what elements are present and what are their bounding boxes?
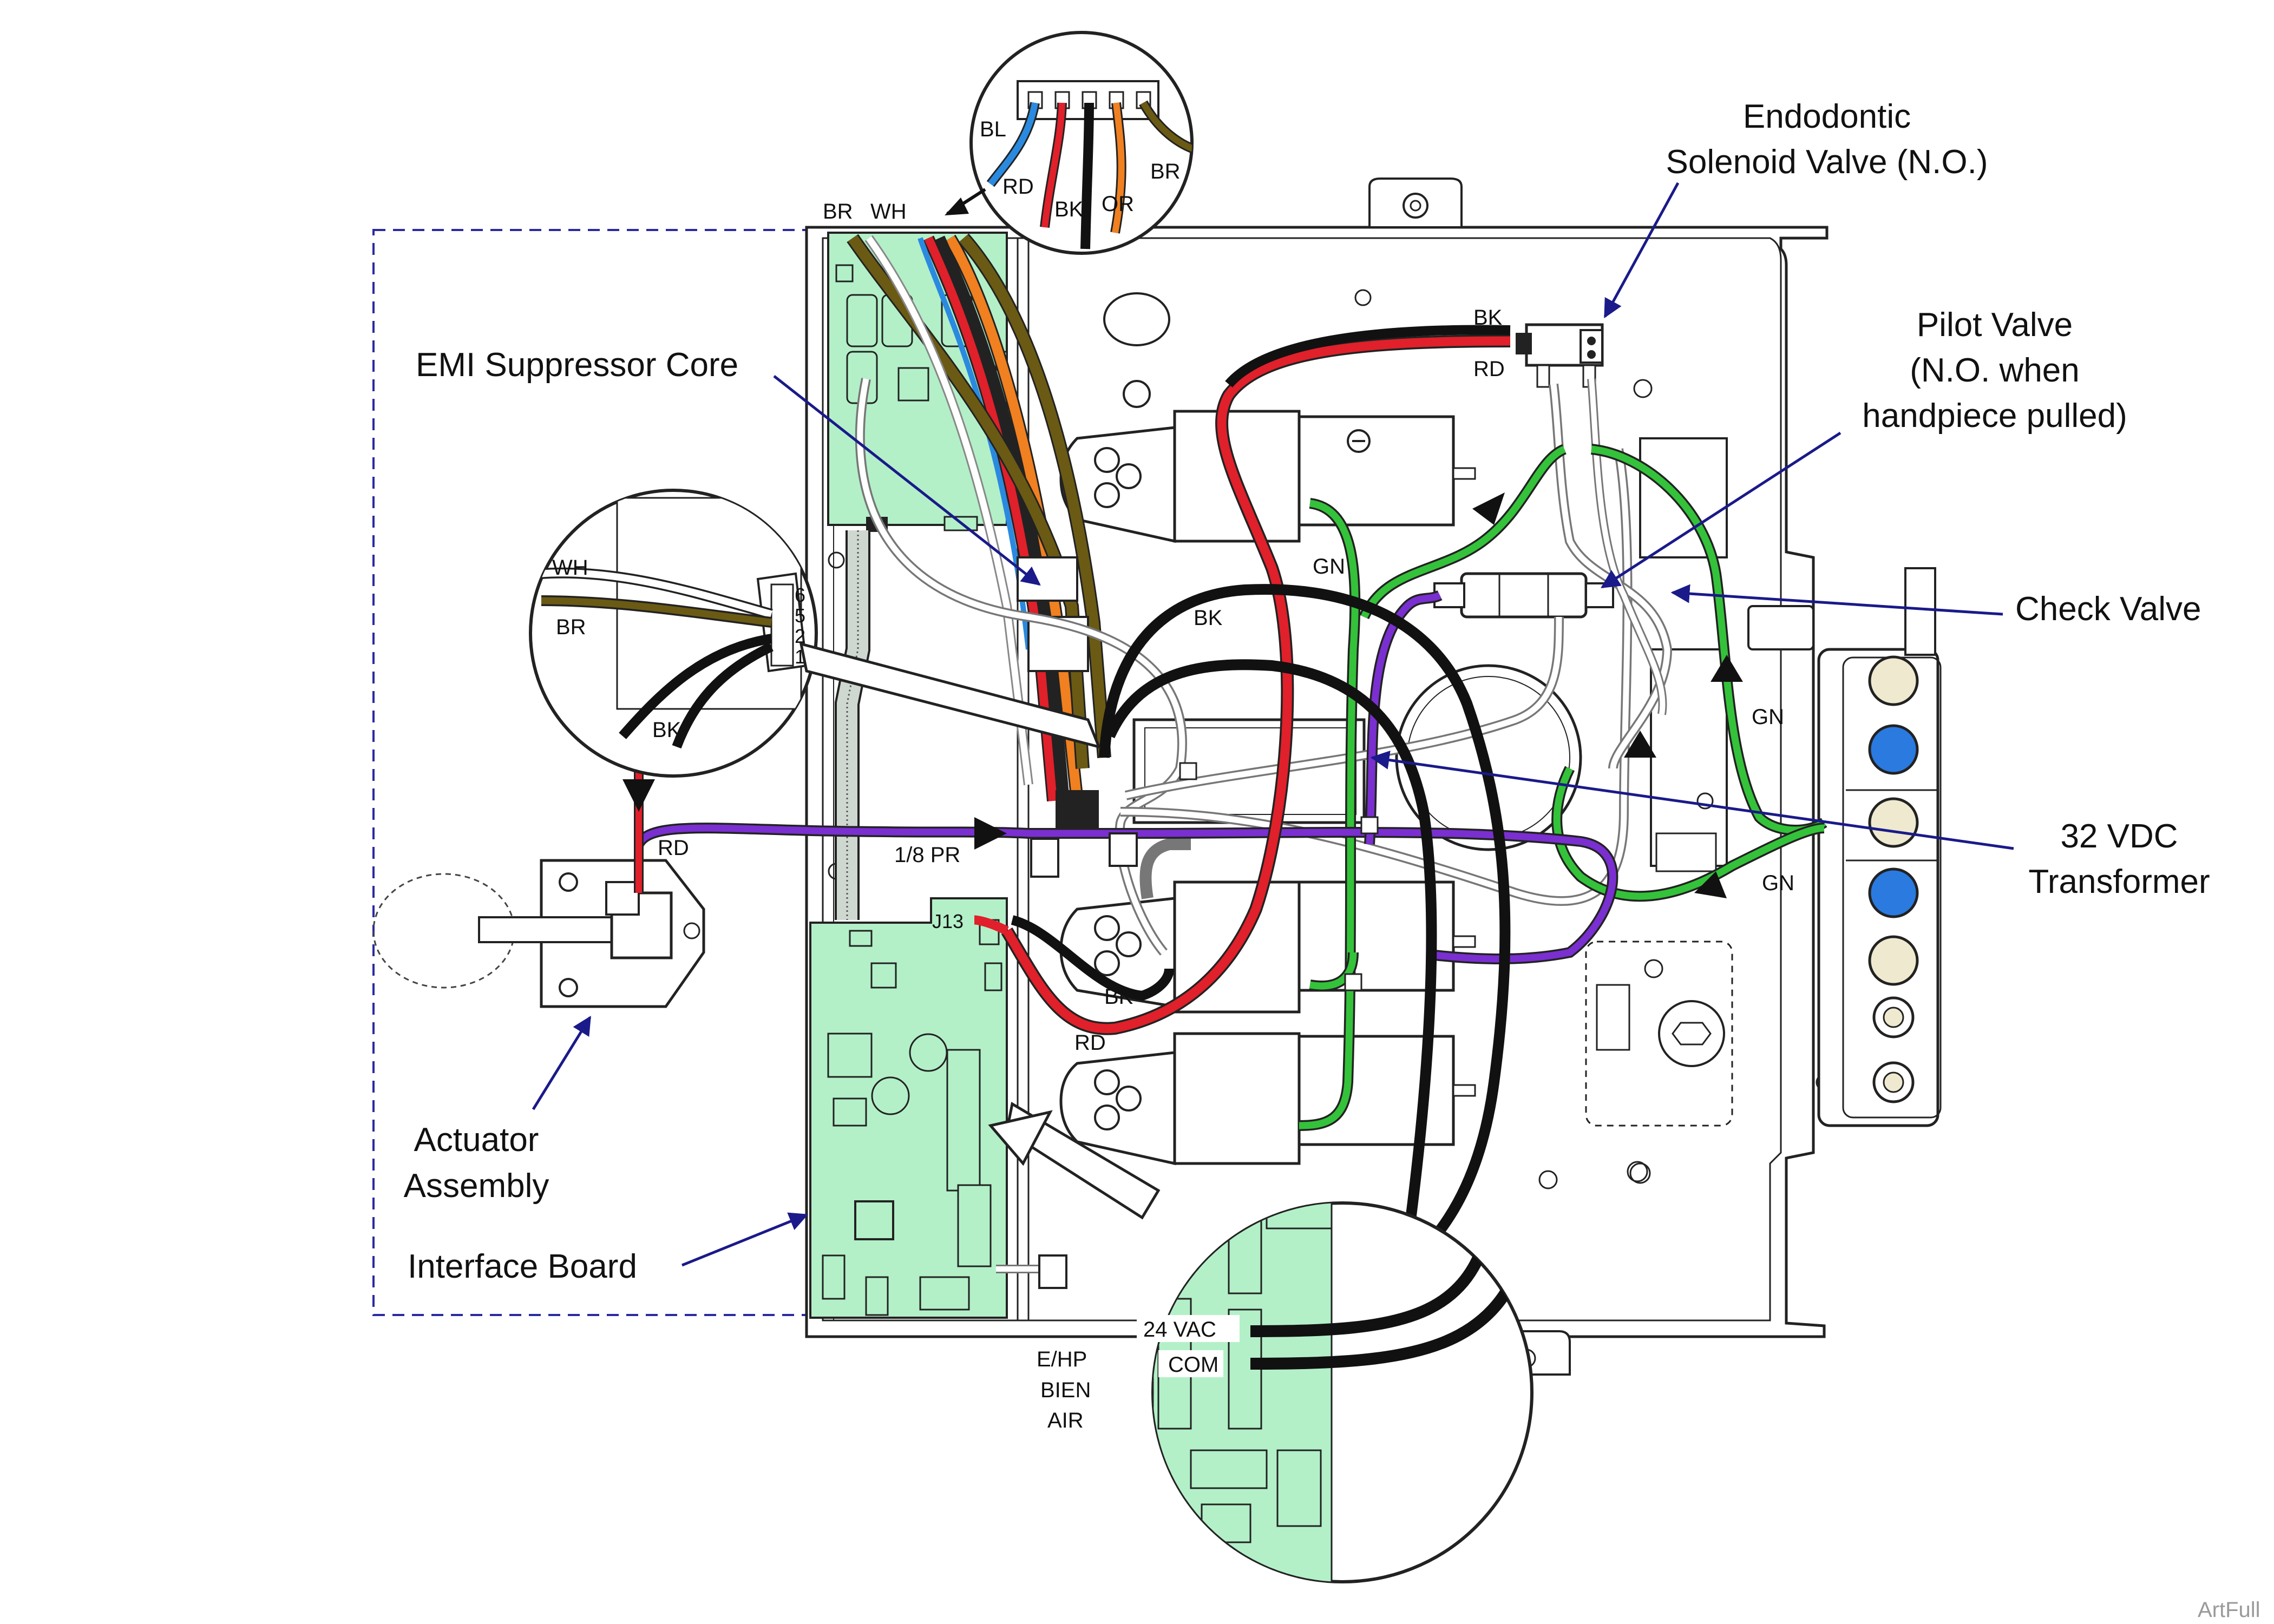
endodontic-valve-callout: Solenoid Valve (N.O.) xyxy=(1666,143,1988,181)
wire-label-bl: BL xyxy=(980,117,1006,141)
actuator-assembly xyxy=(372,859,705,1008)
purple-wires xyxy=(634,590,1618,964)
flow-arrow-icon xyxy=(1472,492,1505,525)
solenoid-block-upper xyxy=(1059,410,1476,543)
actuator-callout: Actuator xyxy=(414,1121,539,1159)
wire-label-br: BR xyxy=(823,200,853,223)
j13-label: J13 xyxy=(932,910,964,932)
detail-connector-left: WH BR BK 6 5 2 1 xyxy=(529,489,818,778)
pilot-valve-callout: (N.O. when xyxy=(1910,352,2080,389)
toggle-switch-icon[interactable] xyxy=(1872,996,1915,1038)
wire-label-gn: GN xyxy=(1762,871,1794,895)
check-valve-callout: Check Valve xyxy=(2015,590,2201,628)
green-tubing xyxy=(1299,444,1827,1131)
wire-label-wh: WH xyxy=(552,556,588,580)
detail-connector-top: BL RD BK OR BR xyxy=(969,31,1194,255)
terminal-air-label: AIR xyxy=(1047,1409,1084,1432)
wire-label-gn: GN xyxy=(1313,555,1345,578)
terminal-ehp-label: E/HP xyxy=(1037,1347,1087,1371)
ribbon-cable xyxy=(835,530,870,920)
terminal-bien-label: BIEN xyxy=(1040,1378,1091,1402)
wire-label-bk: BK xyxy=(1104,985,1133,1009)
wire-label-bk: BK xyxy=(1194,606,1223,630)
pointer-arrow-icon xyxy=(799,642,1102,749)
flow-arrow-icon xyxy=(1694,871,1727,898)
pin-label: 5 xyxy=(795,604,805,627)
knob-blue-icon[interactable] xyxy=(1868,867,1919,918)
pointer-arrow-icon xyxy=(1005,1102,1161,1220)
endodontic-solenoid-valve xyxy=(1516,323,1604,388)
pilot-valve-callout: handpiece pulled) xyxy=(1862,397,2127,435)
emi-core-upper xyxy=(1017,556,1078,602)
emi-core-callout: EMI Suppressor Core xyxy=(416,346,738,384)
callout-leaders xyxy=(532,182,2014,1267)
interface-board-callout: Interface Board xyxy=(408,1248,637,1285)
pin-label: 6 xyxy=(795,584,805,606)
wire-label-rd: RD xyxy=(1473,357,1505,381)
knob-cream-icon[interactable] xyxy=(1868,655,1919,706)
wire-label-rd: RD xyxy=(1074,1031,1106,1055)
tube-fittings xyxy=(1030,762,1379,1289)
flow-arrow-icon xyxy=(622,779,655,812)
pilot-valve-callout: Pilot Valve xyxy=(1917,306,2073,344)
toggle-switch-icon[interactable] xyxy=(1872,1061,1915,1103)
terminal-24vac-label: 24 VAC xyxy=(1143,1318,1216,1342)
wire-label-gn: GN xyxy=(1752,705,1784,729)
interface-board: J13 xyxy=(809,897,1008,1319)
wire-label-br: BR xyxy=(556,615,586,639)
wire-label-rd: RD xyxy=(658,836,689,860)
flow-arrow-icon xyxy=(974,817,1007,850)
actuator-callout: Assembly xyxy=(404,1167,549,1205)
wire-label-br: BR xyxy=(1150,160,1181,183)
pin-label: 2 xyxy=(795,625,805,647)
transformer-callout: 32 VDC xyxy=(2060,818,2178,855)
terminal-com-label: COM xyxy=(1168,1353,1218,1377)
lower-right-regulator xyxy=(1585,941,1733,1127)
watermark: ArtFull xyxy=(2198,1598,2260,1622)
knob-cream-icon[interactable] xyxy=(1868,797,1919,848)
wire-label-or: OR xyxy=(1102,192,1134,216)
knob-blue-icon[interactable] xyxy=(1868,724,1919,775)
endodontic-valve-callout: Endodontic xyxy=(1743,98,1911,135)
wire-label-bk: BK xyxy=(1473,306,1503,330)
transformer-callout: Transformer xyxy=(2028,863,2210,900)
pointer-arrow-icon xyxy=(945,198,969,215)
knob-cream-icon[interactable] xyxy=(1868,935,1919,986)
wire-label-pr: 1/8 PR xyxy=(894,843,960,867)
wire-label-wh: WH xyxy=(870,200,907,223)
wire-label-rd: RD xyxy=(1002,175,1034,199)
wire-label-bk: BK xyxy=(652,718,681,742)
pilot-valve-body xyxy=(1433,572,1614,619)
wire-label-bk: BK xyxy=(1054,198,1084,221)
flow-arrow-icon xyxy=(1711,655,1743,682)
flow-arrow-icon xyxy=(1624,731,1656,758)
control-panel-strip xyxy=(1817,567,1942,1127)
